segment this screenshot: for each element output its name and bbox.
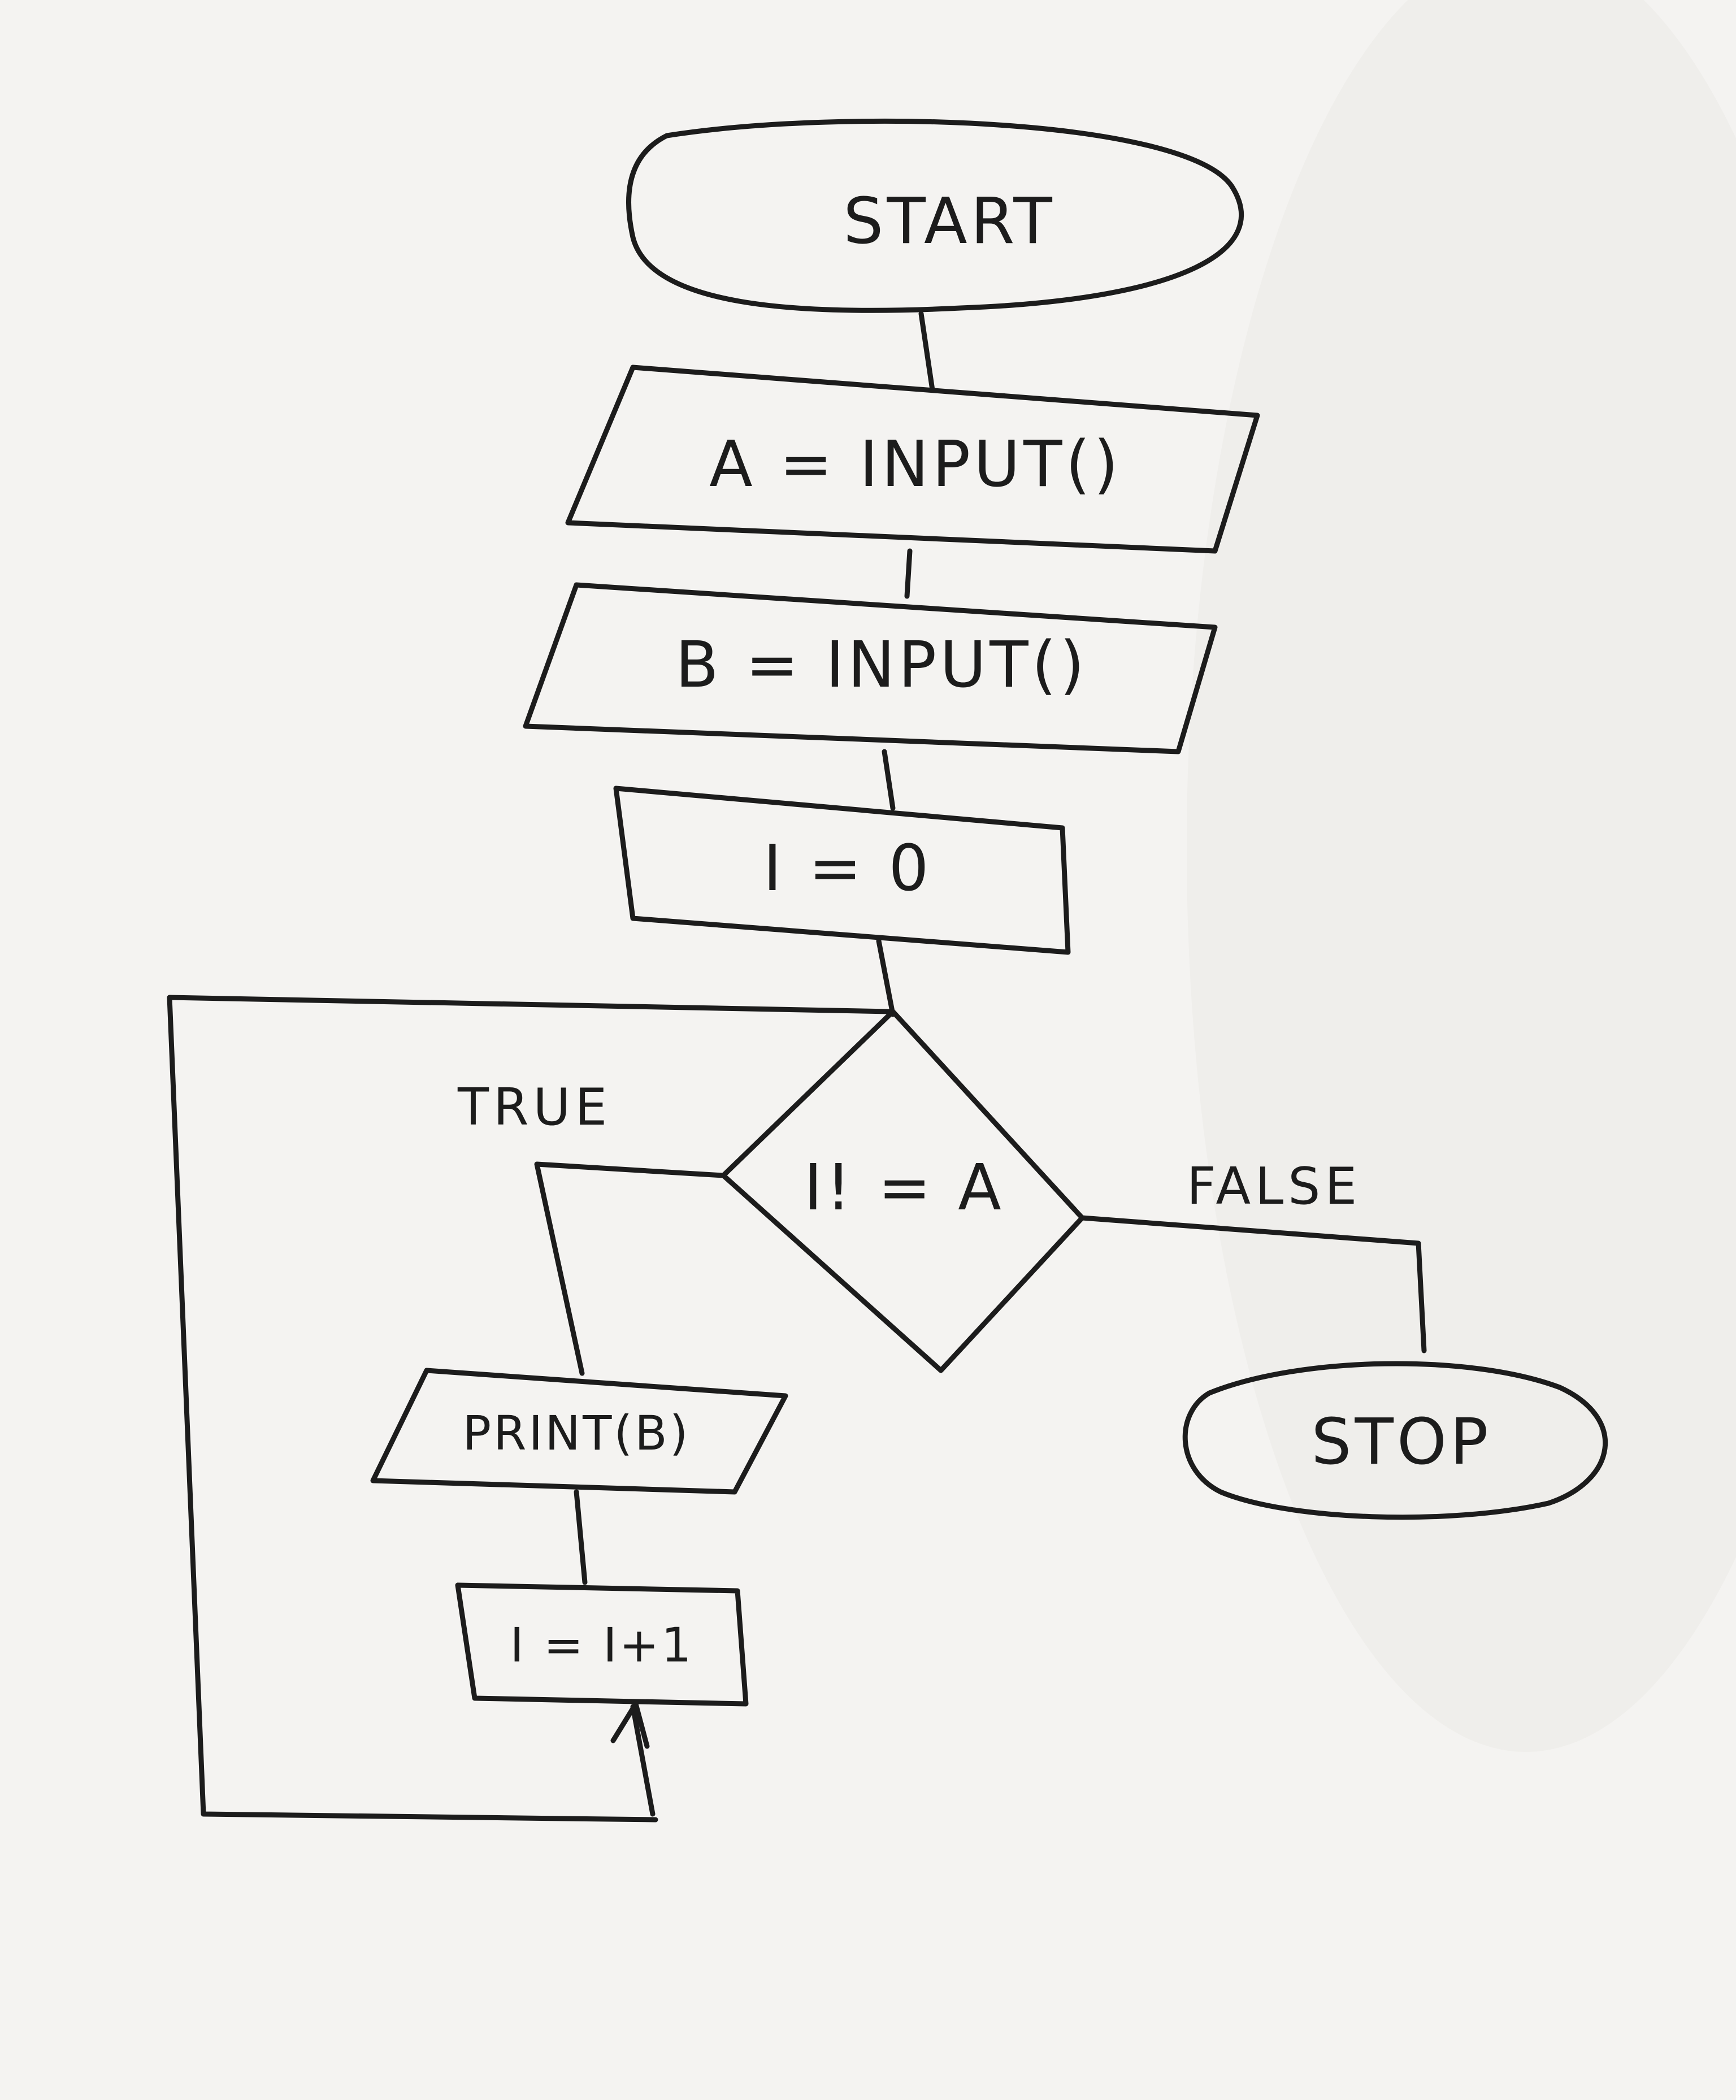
input-b-label: B = INPUT() <box>675 628 1088 702</box>
input-a-parallelogram <box>565 365 1260 554</box>
stop-node: STOP <box>1182 1361 1608 1520</box>
edge-init-to-condition <box>876 938 896 1017</box>
increment-rectangle <box>455 1582 749 1707</box>
edge-loop-back-rail <box>167 995 893 1823</box>
edge-condition-false-to-stop <box>1079 1215 1427 1353</box>
init-i-rectangle <box>613 786 1071 955</box>
print-b-parallelogram <box>370 1368 788 1495</box>
input-a-label: A = INPUT() <box>709 428 1122 501</box>
start-oval <box>626 118 1244 313</box>
init-i-node: I = 0 <box>613 786 1071 955</box>
input-b-parallelogram <box>523 582 1218 754</box>
condition-node: I! = A <box>721 1009 1085 1373</box>
false-label: FALSE <box>1187 1157 1361 1216</box>
print-b-node: PRINT(B) <box>370 1368 788 1495</box>
input-b-node: B = INPUT() <box>523 582 1218 754</box>
edge-print-to-increment <box>574 1489 588 1585</box>
start-node: START <box>626 118 1244 313</box>
increment-node: I = I+1 <box>455 1582 749 1707</box>
start-label: START <box>843 185 1056 258</box>
edge-increment-loop-back <box>630 1704 656 1817</box>
condition-label: I! = A <box>804 1151 1005 1225</box>
edge-start-to-input-a <box>918 311 935 393</box>
edge-condition-true-to-print <box>534 1161 726 1376</box>
input-a-node: A = INPUT() <box>565 365 1260 554</box>
increment-label: I = I+1 <box>510 1617 693 1673</box>
stop-label: STOP <box>1311 1405 1491 1479</box>
true-label: TRUE <box>457 1078 611 1137</box>
edge-input-b-to-init <box>882 749 896 811</box>
print-b-label: PRINT(B) <box>462 1405 690 1461</box>
paper-shade <box>1187 0 1736 1752</box>
edge-loop-arrowhead-up <box>610 1701 650 1749</box>
condition-diamond <box>721 1009 1085 1373</box>
edge-input-a-to-input-b <box>904 548 913 599</box>
init-i-label: I = 0 <box>763 832 932 905</box>
stop-oval <box>1182 1361 1608 1520</box>
